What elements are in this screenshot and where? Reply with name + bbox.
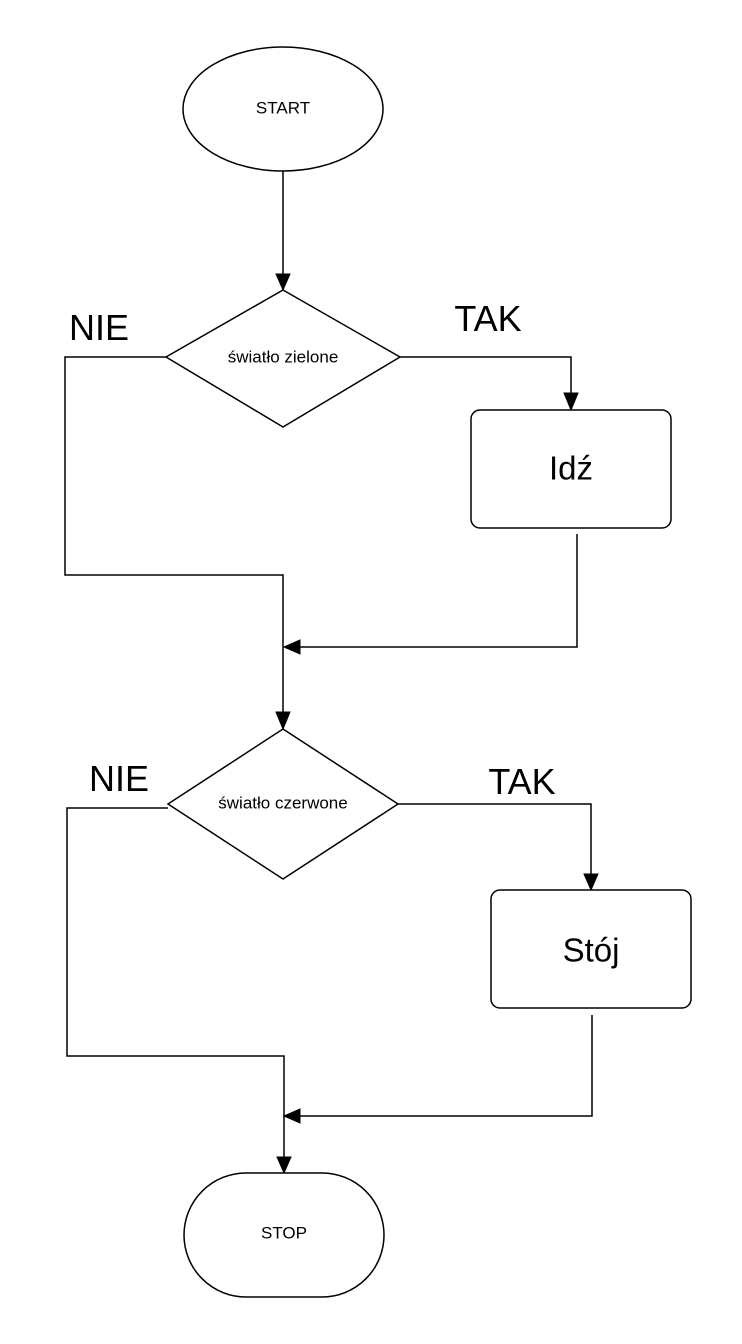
branch-red-yes-label: TAK [488,761,555,802]
edge-merge-to-stop [276,1156,292,1175]
decision-green-node: światło zielone [164,289,402,428]
start-node: START [182,46,384,172]
branch-green-no-label: NIE [69,307,129,348]
edge-go-to-merge [282,534,578,655]
stop-label: STOP [261,1223,307,1242]
action-stop-node: Stój [490,889,692,1009]
branch-red-no-label: NIE [89,758,149,799]
action-stop-label: Stój [563,932,620,969]
edge-stop-action-to-merge [282,1015,593,1124]
branch-green-yes-label: TAK [454,298,521,339]
edge-green-no-to-merge [64,356,284,715]
action-go-label: Idź [549,450,593,487]
decision-red-node: światło czerwone [166,728,400,880]
edge-start-to-decision-green [275,171,291,292]
start-label: START [256,98,310,117]
edge-red-no-to-merge [66,807,285,1160]
edge-red-yes-to-stop-action [398,803,599,892]
action-go-node: Idź [470,409,672,529]
decision-red-label: światło czerwone [218,793,347,812]
edge-merge-to-decision-red [275,711,291,731]
edge-green-yes-to-go [400,356,579,412]
stop-node: STOP [183,1172,385,1298]
decision-green-label: światło zielone [228,347,339,366]
